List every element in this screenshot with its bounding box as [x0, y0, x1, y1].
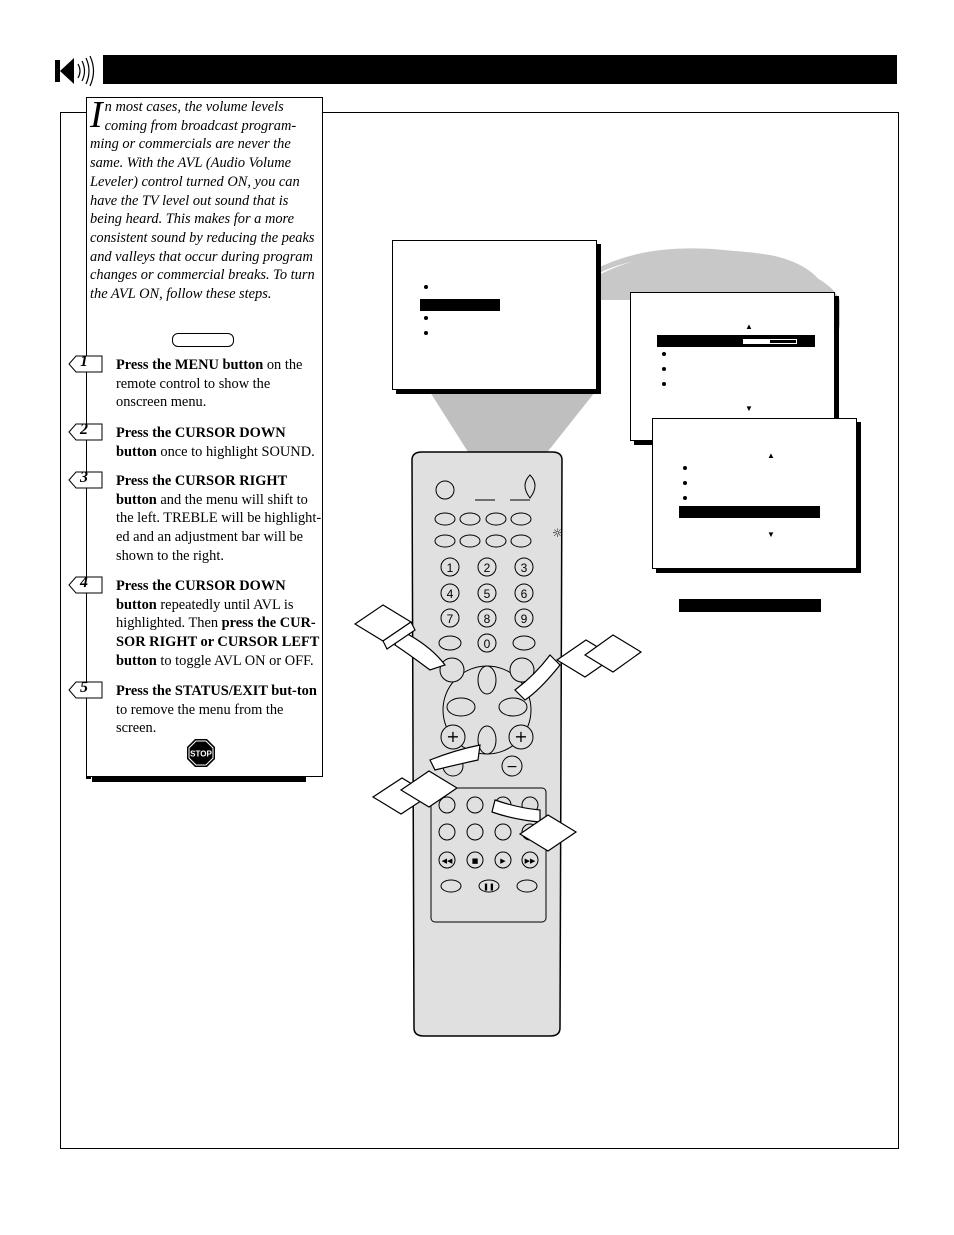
menu-bullet	[683, 496, 687, 500]
remote-key-0: 0	[484, 637, 491, 651]
remote-key-1: 1	[447, 561, 454, 575]
step-4: 4 Press the CURSOR DOWN button repeatedl…	[68, 574, 322, 671]
remote-key-8: 8	[484, 612, 491, 626]
svg-text:☼: ☼	[552, 526, 563, 540]
step-text: to remove the menu from the screen.	[116, 701, 284, 737]
tv-menu-screen-sound: ▲ ▼	[630, 292, 835, 441]
menu-highlight-sound	[420, 299, 500, 311]
step-bold: Press the MENU button	[116, 357, 264, 373]
step-number: 3	[80, 469, 88, 486]
svg-text:−: −	[506, 759, 518, 775]
text-box-shadow	[92, 777, 306, 782]
tv-menu-screen-avl: ▲ ▼	[652, 418, 857, 569]
remote-key-3: 3	[521, 561, 528, 575]
svg-text:◀◀: ◀◀	[442, 857, 453, 865]
drop-cap: I	[90, 94, 103, 136]
step-bold-2: press the CUR-SOR RIGHT or CURSOR LEFT b…	[116, 615, 320, 669]
menu-bullet	[424, 316, 428, 320]
up-arrow-icon: ▲	[745, 322, 753, 331]
menu-highlight-avl	[679, 506, 820, 518]
step-number-badge: 1	[68, 353, 104, 375]
svg-text:+: +	[514, 727, 527, 746]
menu-bullet	[662, 367, 666, 371]
step-text: once to highlight SOUND.	[156, 443, 315, 460]
pill-divider	[172, 333, 234, 347]
step-text: repeatedly until AVL is highlighted. The…	[116, 596, 294, 632]
step-number-badge: 5	[68, 679, 104, 701]
intro-text: n most cases, the volume levels coming f…	[90, 99, 315, 303]
tv-menu-screen-main	[392, 240, 597, 390]
stop-sign-icon: STOP	[186, 738, 216, 768]
svg-text:+: +	[446, 727, 459, 746]
svg-text:❚❚: ❚❚	[483, 883, 495, 891]
menu-bullet	[662, 352, 666, 356]
remote-key-9: 9	[521, 612, 528, 626]
down-arrow-icon: ▼	[767, 530, 775, 539]
menu-bullet	[683, 481, 687, 485]
menu-bullet	[424, 285, 428, 289]
remote-control-illustration: ☼ 1 2 3 4 5 6 7 8 9 0 + + − ◀◀■▶▶▶ ❚❚	[353, 451, 643, 1037]
step-2: 2 Press the CURSOR DOWN button once to h…	[68, 421, 322, 461]
step-number-badge: 3	[68, 469, 104, 491]
step-text-2: to toggle AVL ON or OFF.	[156, 652, 314, 669]
step-1: 1 Press the MENU button on the remote co…	[68, 353, 322, 412]
step-bold: Press the CURSOR DOWN button	[116, 425, 286, 460]
instruction-box	[86, 97, 323, 777]
step-number-badge: 4	[68, 574, 104, 596]
step-number: 1	[80, 353, 88, 370]
step-number: 4	[80, 574, 88, 591]
step-5: 5 Press the STATUS/EXIT but-ton to remov…	[68, 679, 322, 738]
menu-bullet	[424, 331, 428, 335]
remote-key-2: 2	[484, 561, 491, 575]
up-arrow-icon: ▲	[767, 451, 775, 460]
svg-text:■: ■	[472, 857, 479, 865]
speaker-icon	[52, 54, 100, 88]
step-bold: Press the CURSOR DOWN button	[116, 578, 286, 613]
remote-key-7: 7	[447, 612, 454, 626]
svg-text:▶: ▶	[500, 857, 506, 865]
step-text: on the remote control to show the onscre…	[116, 357, 303, 411]
page-frame	[60, 112, 899, 1149]
remote-key-6: 6	[521, 587, 528, 601]
down-arrow-icon: ▼	[745, 404, 753, 413]
step-text: and the menu will shift to the left. TRE…	[116, 491, 322, 564]
step-number: 2	[80, 421, 88, 438]
svg-text:▶▶: ▶▶	[525, 857, 536, 865]
menu-highlight-treble	[657, 335, 815, 347]
step-number-badge: 2	[68, 421, 104, 443]
avl-toggle-bar	[679, 599, 821, 612]
adjustment-bar	[743, 339, 797, 344]
step-number: 5	[80, 679, 88, 696]
svg-text:STOP: STOP	[190, 750, 212, 759]
step-3: 3 Press the CURSOR RIGHT button and the …	[68, 469, 322, 566]
remote-key-5: 5	[484, 587, 491, 601]
step-bold: Press the CURSOR RIGHT button	[116, 473, 287, 508]
menu-bullet	[683, 466, 687, 470]
menu-bullet	[662, 382, 666, 386]
header-bar	[103, 55, 897, 84]
step-bold: Press the STATUS/EXIT but-ton	[116, 683, 317, 699]
remote-key-4: 4	[447, 587, 454, 601]
